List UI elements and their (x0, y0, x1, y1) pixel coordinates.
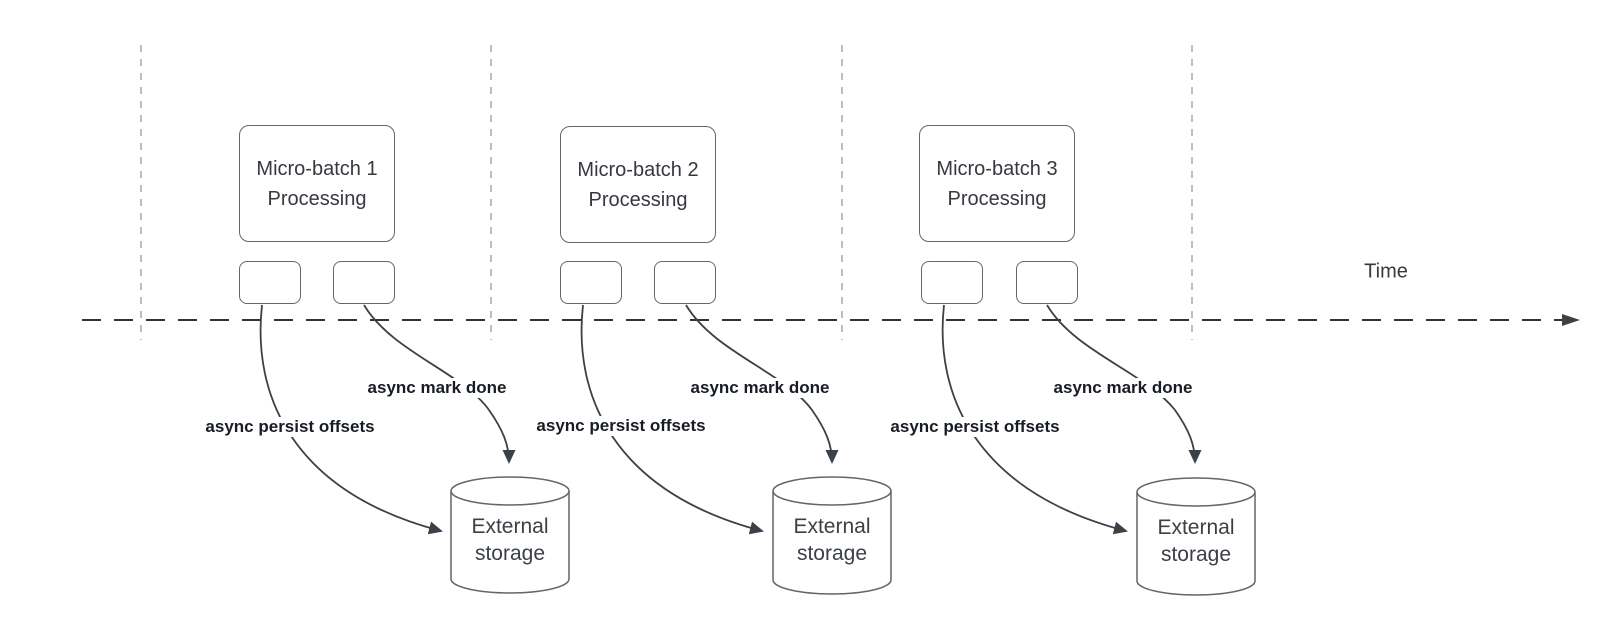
batch-title-line1: Micro-batch 3 (936, 157, 1058, 180)
batch-title-line2: Processing (588, 188, 688, 211)
storage-line1: External (793, 515, 871, 538)
batch-title-line1: Micro-batch 1 (256, 157, 378, 180)
mark-done-label-2: async mark done (687, 378, 833, 398)
batch-box-3: Micro-batch 3 Processing (919, 125, 1075, 242)
storage-cylinder-3 (1136, 477, 1256, 596)
persist-offsets-label-1: async persist offsets (202, 417, 378, 437)
storage-cylinder-2 (772, 476, 892, 595)
storage-cylinder-1 (450, 476, 570, 594)
storage-line1: External (471, 515, 549, 538)
done-source-box-3 (1016, 261, 1078, 304)
external-storage-label-1: External storage (451, 477, 569, 593)
done-source-box-1 (333, 261, 395, 304)
time-axis-label: Time (1364, 260, 1408, 283)
external-storage-label-3: External storage (1137, 478, 1255, 594)
batch-box-2: Micro-batch 2 Processing (560, 126, 716, 243)
storage-line2: storage (474, 542, 546, 565)
persist-connector-1 (259, 304, 443, 535)
batch-title-line2: Processing (947, 187, 1047, 210)
storage-line2: storage (796, 542, 868, 565)
batch-title-line2: Processing (267, 187, 367, 210)
mark-done-label-3: async mark done (1050, 378, 1196, 398)
persist-connector-2 (580, 304, 764, 535)
persist-offsets-label-3: async persist offsets (887, 417, 1063, 437)
storage-line2: storage (1160, 543, 1232, 566)
done-source-box-2 (654, 261, 716, 304)
mark-done-label-1: async mark done (364, 378, 510, 398)
persist-offsets-label-2: async persist offsets (533, 416, 709, 436)
batch-title-line1: Micro-batch 2 (577, 158, 699, 181)
storage-line1: External (1157, 516, 1235, 539)
persist-source-box-1 (239, 261, 301, 304)
persist-source-box-3 (921, 261, 983, 304)
persist-source-box-2 (560, 261, 622, 304)
persist-connector-3 (941, 304, 1128, 535)
batch-box-1: Micro-batch 1 Processing (239, 125, 395, 242)
external-storage-label-2: External storage (773, 477, 891, 593)
